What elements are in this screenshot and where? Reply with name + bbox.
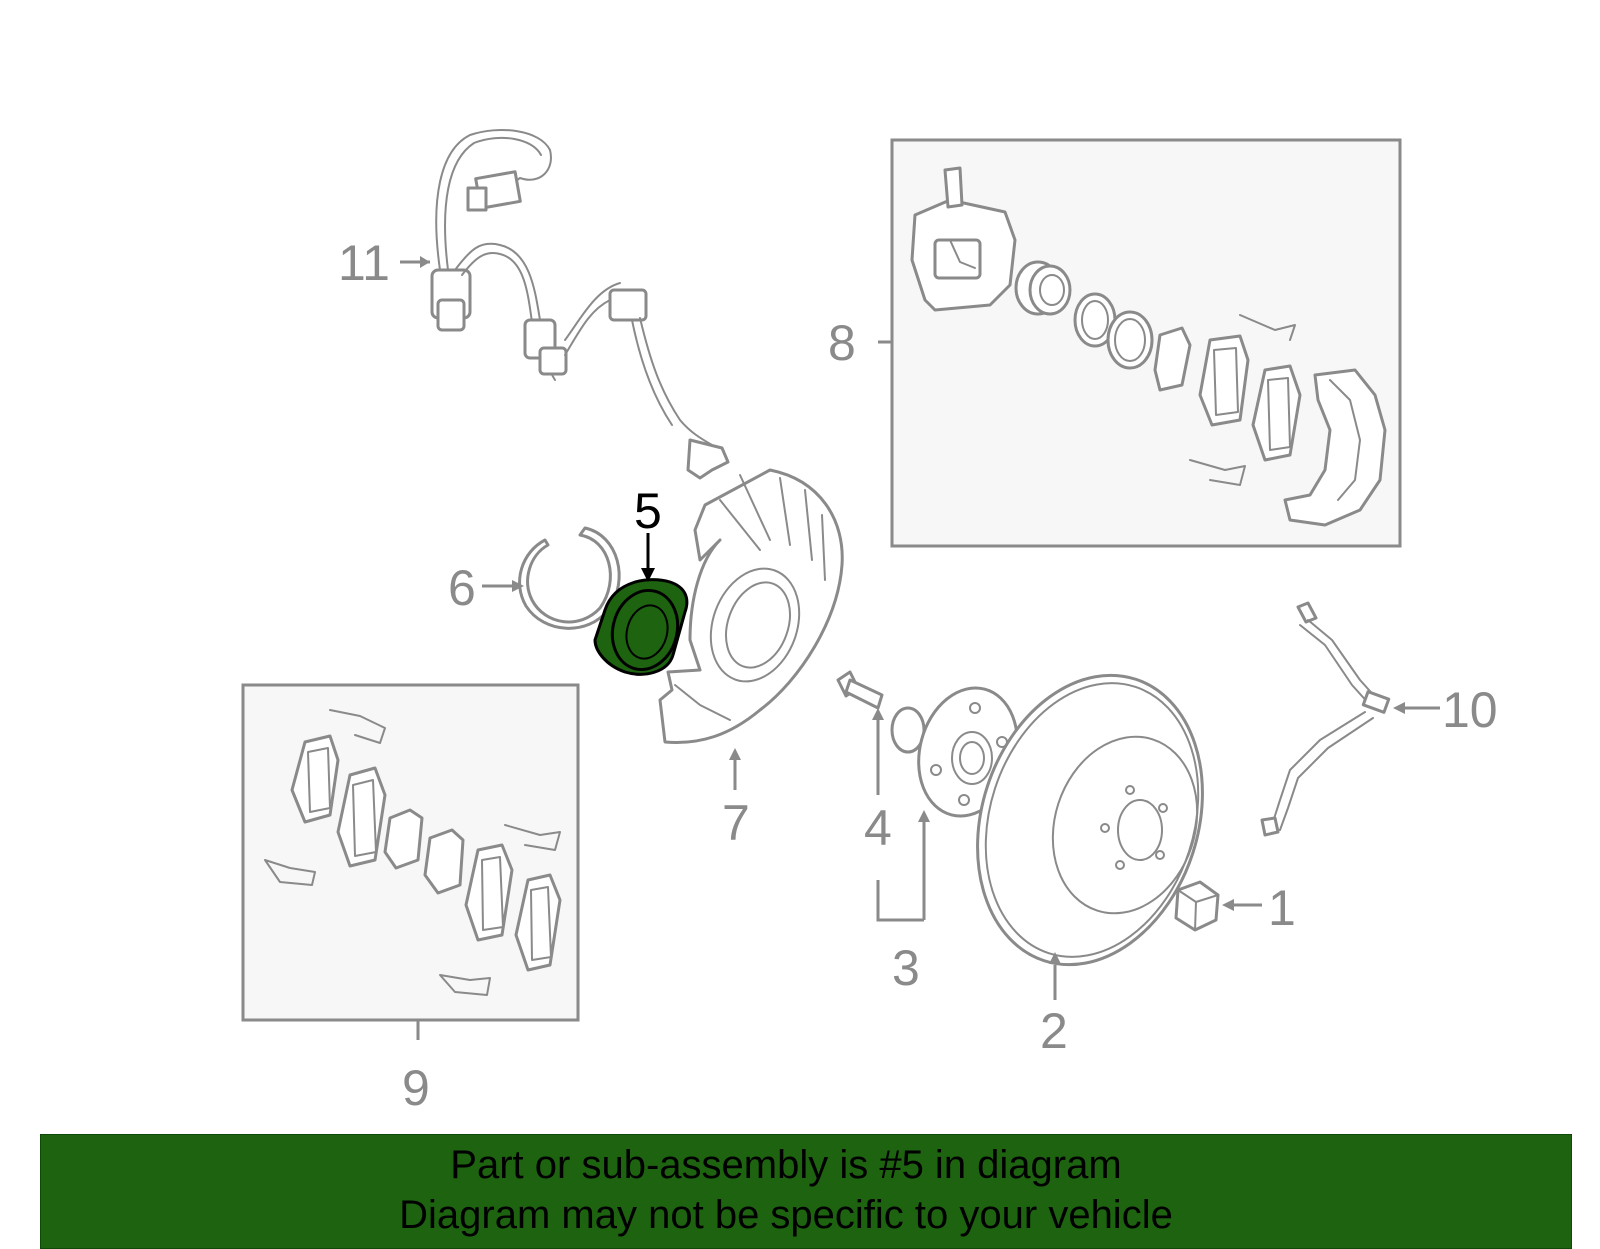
callout-4: 4 [864, 800, 892, 856]
parts-diagram: 11 8 6 [241, 129, 1498, 1116]
part-7-dust-shield[interactable] [658, 468, 844, 744]
callout-5: 5 [634, 483, 662, 539]
part-9-pad-components [264, 709, 562, 996]
callout-3: 3 [892, 940, 920, 996]
callout-8: 8 [828, 315, 856, 371]
part-11-abs-sensor[interactable] [430, 129, 730, 480]
callout-11: 11 [338, 235, 390, 291]
banner-line-1: Part or sub-assembly is #5 in diagram [450, 1143, 1122, 1187]
callout-9: 9 [402, 1060, 430, 1116]
part-8-caliper-components [910, 166, 1387, 527]
callout-10: 10 [1442, 682, 1498, 738]
part-2-brake-rotor[interactable] [942, 646, 1239, 994]
callout-7: 7 [722, 795, 750, 851]
part-1-hub-nut[interactable] [1174, 880, 1220, 932]
info-banner: Part or sub-assembly is #5 in diagram Di… [40, 1134, 1572, 1249]
part-5-wheel-bearing[interactable] [593, 578, 689, 677]
part-4-wheel-stud[interactable] [836, 670, 884, 710]
part-10-brake-hose[interactable] [1260, 601, 1391, 837]
callout-2: 2 [1040, 1003, 1068, 1059]
callout-6: 6 [448, 560, 476, 616]
callout-1: 1 [1268, 880, 1296, 936]
banner-line-2: Diagram may not be specific to your vehi… [399, 1193, 1173, 1237]
